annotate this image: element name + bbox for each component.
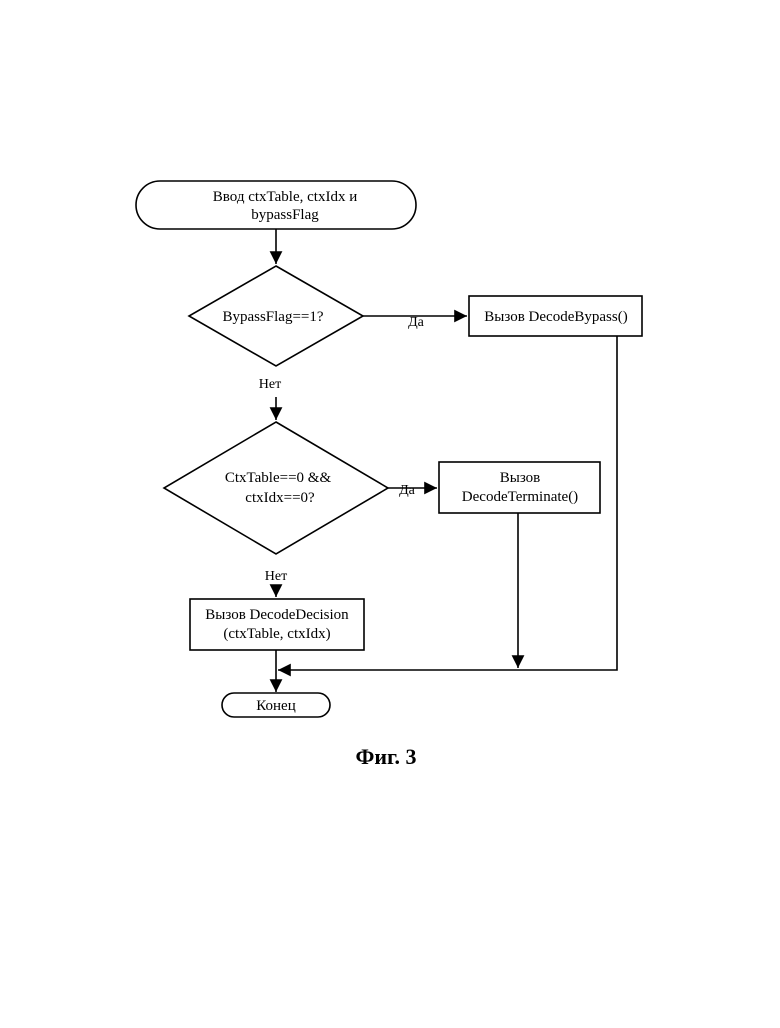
start-node-label-line2: bypassFlag bbox=[251, 207, 319, 223]
start-node-label-line1: Ввод ctxTable, ctxIdx и bbox=[213, 189, 357, 205]
call-bypass-label: Вызов DecodeBypass() bbox=[484, 309, 627, 325]
terminate-decision-label-line2: ctxIdx==0? bbox=[245, 490, 315, 506]
terminate-no-label: Нет bbox=[265, 569, 287, 584]
call-terminate-node: Вызов DecodeTerminate() bbox=[439, 462, 600, 513]
call-terminate-label-line1: Вызов bbox=[500, 470, 541, 486]
call-bypass-node: Вызов DecodeBypass() bbox=[469, 296, 642, 336]
bypass-decision-node: BypassFlag==1? bbox=[189, 266, 363, 366]
end-node: Конец bbox=[222, 693, 330, 717]
bypass-yes-label: Да bbox=[408, 315, 425, 330]
terminate-decision-label-line1: CtxTable==0 && bbox=[225, 470, 332, 486]
call-decision-node: Вызов DecodeDecision (ctxTable, ctxIdx) bbox=[190, 599, 364, 650]
call-decision-label-line1: Вызов DecodeDecision bbox=[205, 607, 349, 623]
bypass-decision-label: BypassFlag==1? bbox=[222, 309, 323, 325]
bypass-no-label: Нет bbox=[259, 377, 281, 392]
end-node-label: Конец bbox=[256, 698, 295, 714]
terminate-yes-label: Да bbox=[399, 483, 416, 498]
call-terminate-label-line2: DecodeTerminate() bbox=[462, 489, 578, 505]
terminate-decision-node: CtxTable==0 && ctxIdx==0? bbox=[164, 422, 388, 554]
figure-caption: Фиг. 3 bbox=[355, 744, 416, 769]
start-node: Ввод ctxTable, ctxIdx и bypassFlag bbox=[136, 181, 416, 229]
call-decision-label-line2: (ctxTable, ctxIdx) bbox=[223, 626, 330, 642]
terminate-decision-diamond bbox=[164, 422, 388, 554]
